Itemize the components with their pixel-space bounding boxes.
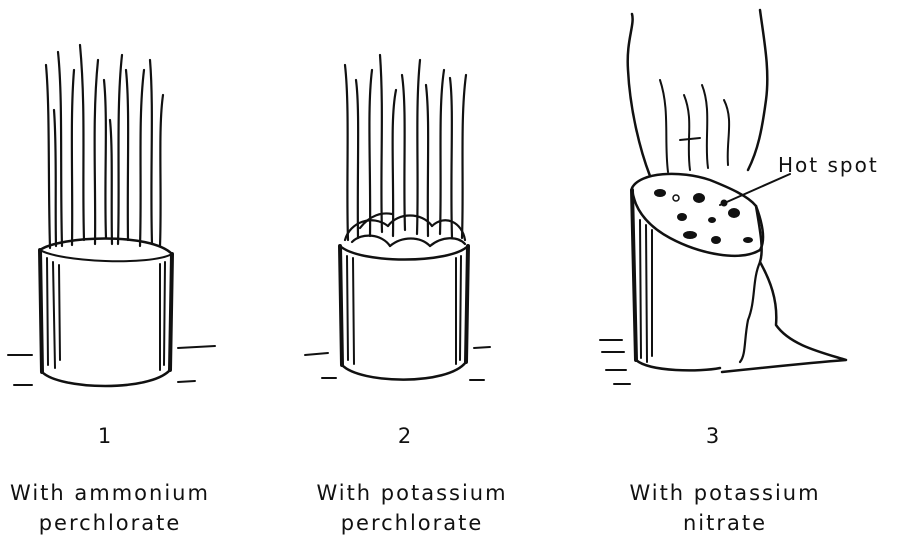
panel-2-caption: With potassium perchlorate <box>252 478 572 538</box>
panel-3-number: 3 <box>563 424 863 448</box>
grain-2-top <box>340 246 468 260</box>
panel-1-number: 1 <box>0 424 255 448</box>
panel-2-caption-line1: With potassium <box>252 478 572 508</box>
grain-1-drawing <box>8 45 215 386</box>
grain-3-drawing <box>600 10 846 384</box>
panel-2-caption-line2: perchlorate <box>252 508 572 538</box>
hot-spot-label: Hot spot <box>778 153 879 177</box>
flame-streaks-2 <box>345 55 466 240</box>
melt-flow-3 <box>722 206 846 372</box>
panel-3-caption-line2: nitrate <box>565 508 885 538</box>
grain-2-drawing <box>305 55 490 380</box>
panel-1-caption-line2: perchlorate <box>0 508 270 538</box>
flame-plume-3 <box>628 10 768 176</box>
panel-1-caption-line1: With ammonium <box>0 478 270 508</box>
panel-3-caption: With potassium nitrate <box>565 478 885 538</box>
panel-1-caption: With ammonium perchlorate <box>0 478 270 538</box>
flame-streaks-1 <box>46 45 163 248</box>
panel-3-caption-line1: With potassium <box>565 478 885 508</box>
flame-streaks-3 <box>660 80 729 172</box>
panel-2-number: 2 <box>255 424 555 448</box>
